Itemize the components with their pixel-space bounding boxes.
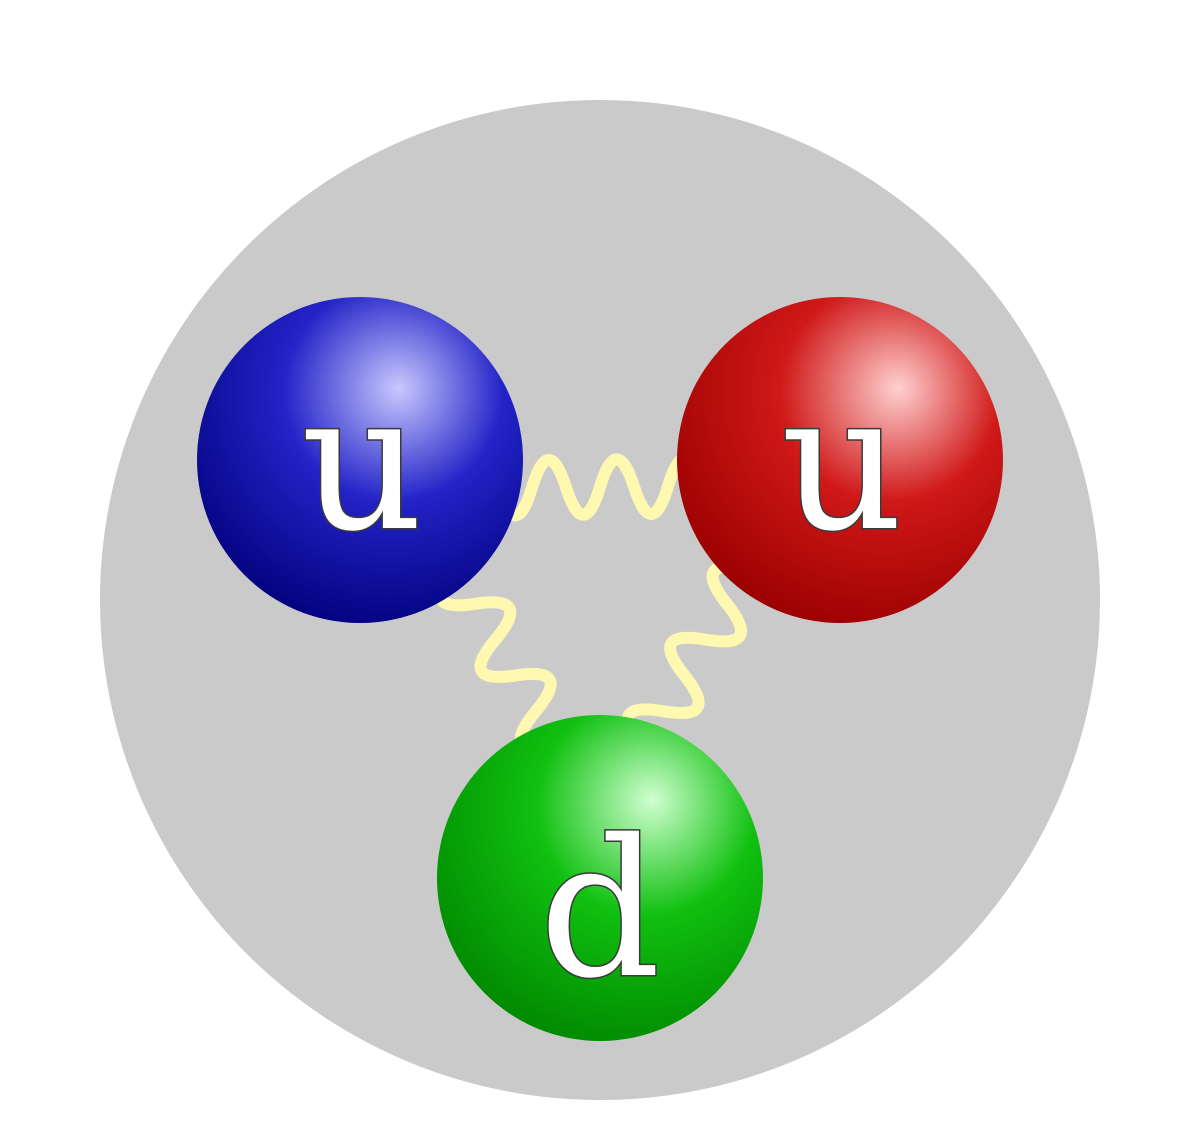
gluon-left <box>434 562 562 755</box>
quark-up-blue: u <box>197 297 523 623</box>
quark-up-blue-label: u <box>301 352 423 573</box>
quark-down-green-label: d <box>539 799 661 1020</box>
gluon-right <box>621 560 754 753</box>
quark-up-blue-sphere <box>197 297 523 623</box>
quark-down-green: d <box>437 715 763 1041</box>
quark-up-red-label: u <box>781 352 903 573</box>
quark-up-red: u <box>677 297 1003 623</box>
quark-up-red-sphere <box>677 297 1003 623</box>
gluon-top <box>492 452 708 522</box>
quark-down-green-sphere <box>437 715 763 1041</box>
